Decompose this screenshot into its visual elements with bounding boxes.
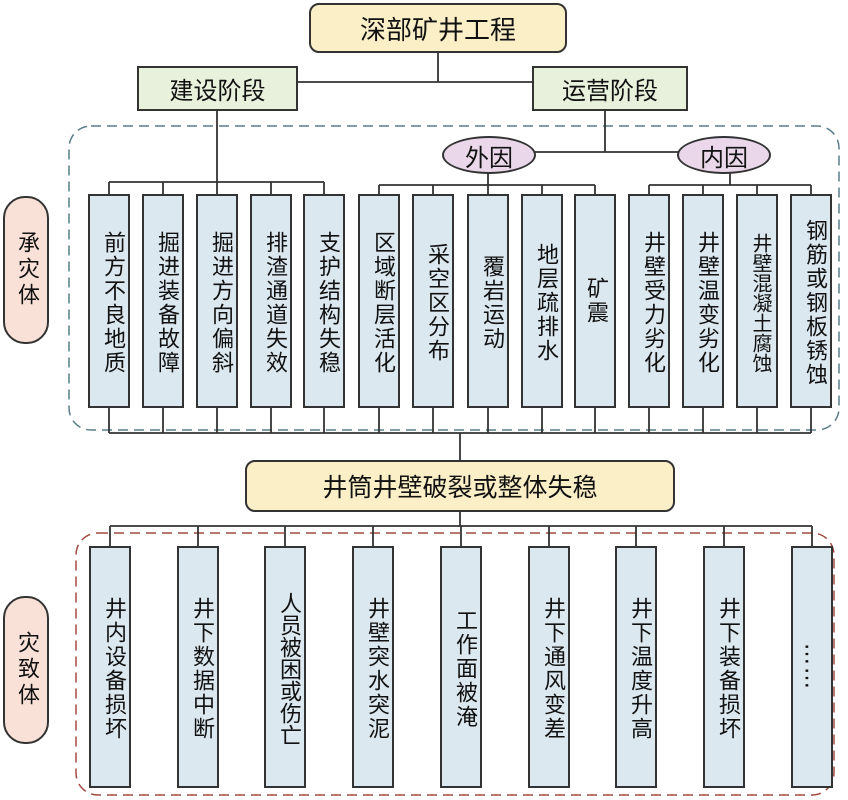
side-label-carrier: 承灾体 (3, 196, 49, 344)
carrier-item: 井壁混凝土腐蚀 (736, 194, 778, 408)
consequence-item: 工作面被淹 (440, 546, 482, 788)
carrier-group-border (68, 125, 840, 431)
carrier-item: 采空区分布 (412, 194, 454, 408)
carrier-item: 矿震 (574, 194, 616, 408)
carrier-item: 井壁温变劣化 (682, 194, 724, 408)
phase-construction: 建设阶段 (137, 66, 298, 111)
consequence-item: 井下通风变差 (528, 546, 570, 788)
consequence-group-border (75, 532, 835, 796)
carrier-item: 前方不良地质 (88, 194, 130, 408)
carrier-item: 井壁受力劣化 (628, 194, 670, 408)
carrier-item: 覆岩运动 (467, 194, 509, 408)
consequence-item: 井下装备损坏 (703, 546, 745, 788)
central-event: 井筒井壁破裂或整体失稳 (245, 460, 675, 512)
side-label-consequence: 灾致体 (3, 596, 49, 744)
carrier-item: 掘进装备故障 (142, 194, 184, 408)
diagram-title: 深部矿井工程 (309, 3, 567, 53)
cause-internal: 内因 (677, 136, 771, 174)
phase-operation: 运营阶段 (532, 66, 688, 111)
consequence-item: 人员被困或伤亡 (264, 546, 306, 788)
consequence-item: 井内设备损坏 (89, 546, 131, 788)
carrier-item: 支护结构失稳 (303, 194, 345, 408)
consequence-item: 井下温度升高 (615, 546, 657, 788)
carrier-item: 排渣通道失效 (250, 194, 292, 408)
consequence-item: 井下数据中断 (177, 546, 219, 788)
consequence-item: …… (791, 546, 833, 788)
carrier-item: 地层疏排水 (521, 194, 563, 408)
carrier-item: 区域断层活化 (358, 194, 400, 408)
carrier-item: 钢筋或钢板锈蚀 (790, 194, 832, 408)
consequence-item: 井壁突水突泥 (352, 546, 394, 788)
cause-external: 外因 (442, 136, 536, 174)
carrier-item: 掘进方向偏斜 (196, 194, 238, 408)
